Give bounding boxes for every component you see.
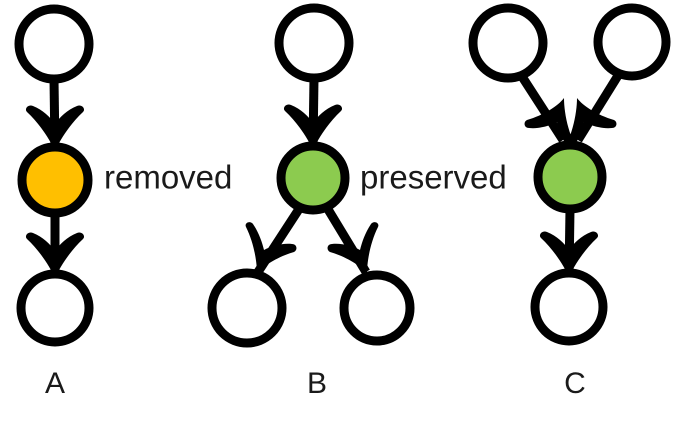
arrowhead-icon [25, 232, 85, 278]
node-c-parent-right[interactable] [593, 3, 671, 81]
node-b-child-right[interactable] [339, 270, 415, 346]
panel-letter-a: A [45, 367, 65, 400]
panel-letter-b: B [307, 367, 327, 400]
node-a-parent[interactable] [14, 4, 94, 84]
node-a-child[interactable] [16, 269, 94, 347]
edge-b-parent-to-center [283, 77, 343, 150]
arrowhead-icon [539, 231, 599, 277]
arrowhead-icon [245, 222, 297, 274]
edge-c-center-to-child [539, 208, 599, 277]
edge-a-parent-to-center [25, 78, 85, 151]
node-a-center-removed[interactable] [17, 142, 93, 218]
annotation-removed: removed [104, 159, 232, 196]
edge-b-center-to-child-right [322, 203, 379, 275]
edge-c-parent-right-to-center [565, 71, 623, 150]
arrowhead-icon [327, 222, 379, 274]
arrowhead-icon [524, 98, 576, 150]
edge-line [517, 72, 567, 143]
arrowhead-icon [283, 104, 343, 150]
node-b-center-preserved[interactable] [276, 141, 350, 215]
node-b-parent[interactable] [274, 3, 354, 83]
arrowhead-icon [565, 98, 617, 150]
edge-a-center-to-child [25, 213, 85, 278]
edge-line [574, 71, 623, 143]
edge-b-center-to-child-left [245, 203, 305, 275]
node-c-center-preserved[interactable] [533, 140, 607, 214]
panel-c: C [468, 3, 671, 400]
panel-letter-c: C [564, 367, 586, 400]
node-c-child[interactable] [530, 268, 608, 346]
panel-b: B [207, 3, 415, 400]
node-b-child-left[interactable] [207, 268, 287, 348]
node-c-parent-left[interactable] [468, 3, 548, 83]
arrowhead-icon [25, 105, 85, 151]
panel-a: A [14, 4, 94, 400]
edge-c-parent-left-to-center [517, 72, 576, 150]
annotation-preserved: preserved [360, 159, 507, 196]
